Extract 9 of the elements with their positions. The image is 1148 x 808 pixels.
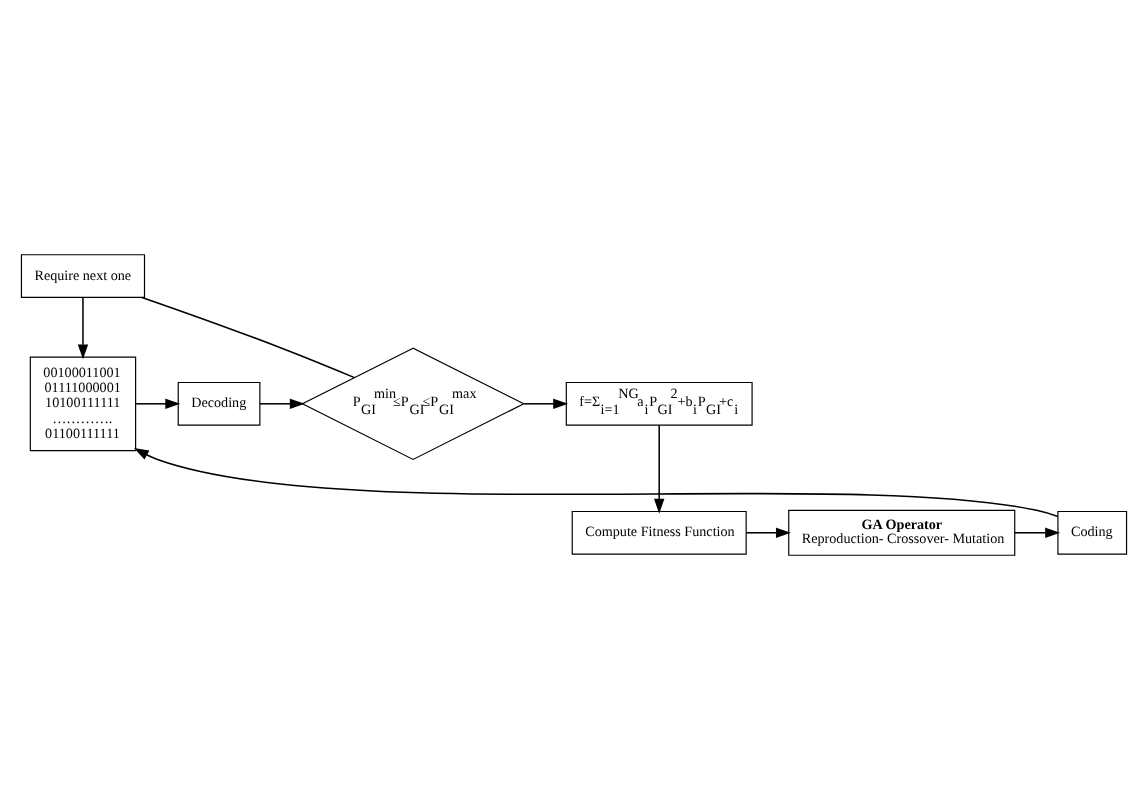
arrow (133, 446, 1059, 517)
arrow (653, 423, 665, 513)
connector (141, 295, 356, 378)
arrow (745, 526, 791, 537)
arrow (77, 295, 89, 359)
arrow (523, 397, 569, 409)
arrow (1014, 526, 1061, 537)
arrow (135, 397, 181, 409)
arrow (259, 397, 305, 409)
